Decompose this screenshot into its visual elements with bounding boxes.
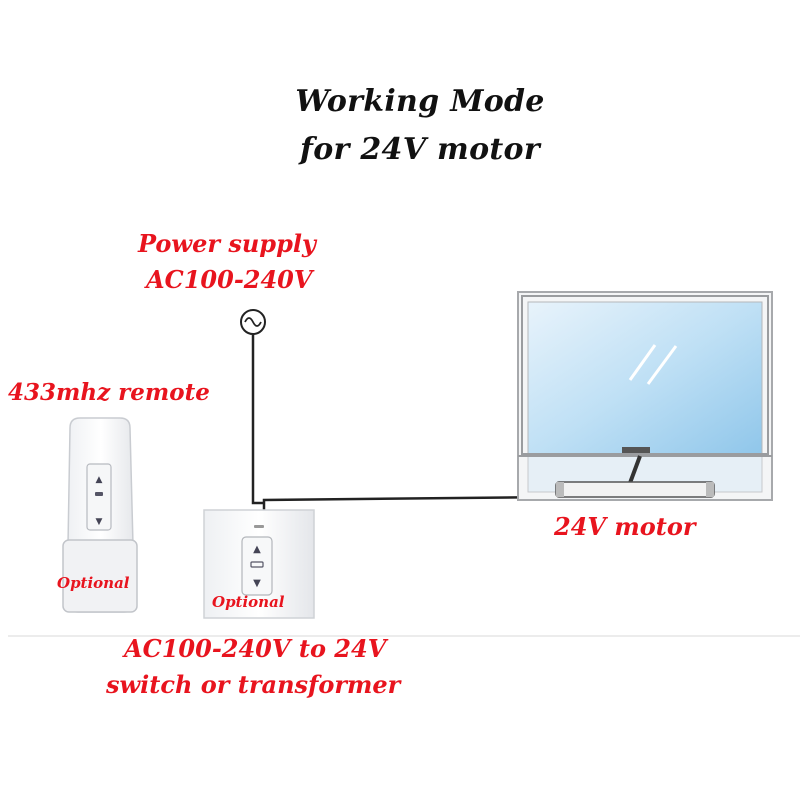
wires (251, 335, 557, 515)
remote-optional-label: Optional (57, 574, 130, 592)
switch-optional-label: Optional (212, 593, 285, 611)
svg-text:▼: ▼ (253, 578, 261, 589)
wire-power-to-switch (251, 335, 264, 505)
power-supply-label: Power supply (138, 229, 316, 258)
diagram-title-line2: for 24V motor (300, 132, 540, 167)
ac-source-icon (240, 309, 266, 335)
svg-text:▲: ▲ (253, 544, 261, 555)
motor-label: 24V motor (554, 512, 696, 541)
remote-label: 433mhz remote (8, 379, 210, 406)
svg-text:▲: ▲ (96, 475, 103, 485)
window-icon (517, 291, 773, 501)
svg-text:▼: ▼ (96, 517, 103, 527)
power-supply-voltage-label: AC100-240V (146, 265, 313, 294)
actuator-motor-icon (555, 481, 715, 498)
remote-control-icon: ▲ ▼ (62, 417, 138, 613)
wall-switch-icon: ▲ ▼ (203, 509, 315, 619)
diagram-title-line1: Working Mode (295, 84, 545, 119)
transformer-sub-label: switch or transformer (106, 670, 401, 699)
transformer-label: AC100-240V to 24V (124, 634, 387, 663)
